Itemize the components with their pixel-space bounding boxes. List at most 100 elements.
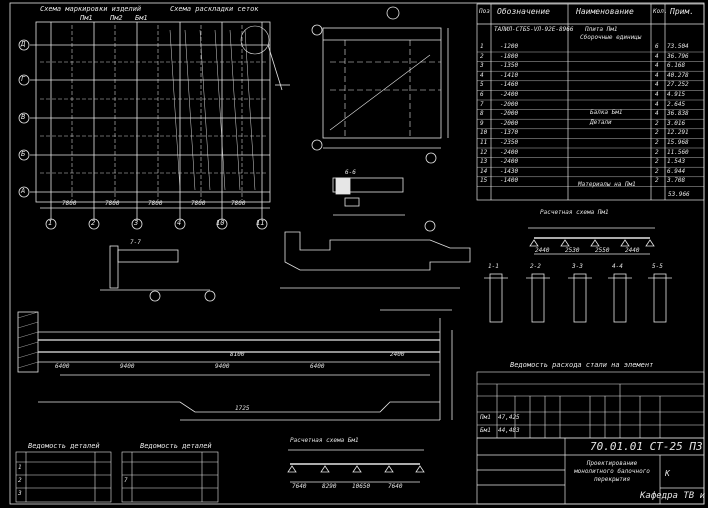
section-outline (653, 273, 667, 323)
spec-row-note: 36.838 (667, 110, 689, 118)
spec-section-beam: Балка Бм1 (590, 109, 623, 116)
spec-section-plate: Плита Пм1 (585, 26, 618, 33)
spec-row-qty: 2 (655, 129, 659, 137)
spec-row-note: 36.796 (667, 52, 689, 60)
title-stage: К (665, 469, 670, 478)
spec-row-pos: 7 (480, 100, 484, 108)
details-table-left (15, 451, 112, 503)
dim-2550: 2550 (595, 247, 610, 254)
spec-row-note: 4.915 (667, 91, 686, 98)
layout-plan-title: Схема маркировки изделий (40, 5, 142, 13)
title-block (476, 437, 705, 505)
title-code: 70.01.01 СТ-25 ПЗ (590, 440, 703, 453)
calc-scheme-pm1-title: Расчетная схема Пм1 (540, 209, 609, 216)
details-row-7: 7 (124, 477, 128, 484)
spec-row-mark: -2400 (500, 148, 519, 156)
col-axis-3: 3 (134, 219, 139, 227)
bay-dim-2: 7800 (105, 200, 120, 207)
details-row-1: 1 (18, 464, 22, 471)
spec-row-note: 27.252 (667, 81, 689, 89)
section-1-1: 1-1 (488, 263, 499, 270)
section-2-2: 2-2 (530, 263, 541, 270)
spec-row-qty: 2 (655, 148, 659, 156)
spec-row-pos: 3 (480, 62, 484, 70)
spec-row-mark: -2000 (500, 100, 519, 108)
spec-row-mark: -2350 (500, 139, 519, 146)
col-axis-4: 4 (177, 219, 182, 227)
section-outline (489, 273, 503, 323)
spec-header-code: Обозначение (497, 7, 550, 16)
section-3-3: 3-3 (572, 263, 583, 270)
spec-row-mark: -1400 (500, 177, 519, 185)
spec-row-pos: 12 (480, 148, 488, 156)
section-7-7 (100, 245, 216, 302)
spec-row-note: 11.560 (667, 148, 689, 156)
beam-dim-6400-a: 6400 (55, 363, 70, 370)
steel-row-2-total: 44,483 (498, 427, 520, 434)
spec-row-mark: -2000 (500, 110, 519, 118)
beam-dim-2400: 2400 (390, 351, 405, 358)
spec-section-materials: Материалы на Пм1 (578, 181, 636, 188)
spec-row-pos: 5 (480, 81, 484, 89)
spec-row-mark: -1350 (500, 62, 519, 70)
row-axis-v: В (21, 113, 26, 121)
beam-dim-8100: 8100 (230, 351, 245, 358)
dim-8290: 8290 (322, 483, 337, 490)
bay-dim-3: 7800 (148, 200, 163, 207)
steel-row-1-total: 47,425 (498, 414, 520, 421)
col-axis-2: 2 (91, 219, 96, 227)
spec-row-qty: 4 (655, 52, 659, 60)
row-axis-g: Г (21, 75, 26, 83)
col-mark-2: Пм2 (110, 14, 123, 22)
spec-header-qty: Кол. (653, 8, 668, 15)
title-organization: Кафедра ТВ и СН (640, 491, 708, 501)
spec-row-pos: 2 (480, 52, 484, 60)
beam-dim-6400-b: 6400 (310, 363, 325, 370)
spec-row-mark: -1800 (500, 52, 519, 60)
col-axis-10: 10 (216, 219, 225, 227)
specification-table (476, 3, 705, 201)
spec-row-pos: 1 (480, 43, 484, 50)
layout-plan (18, 21, 290, 230)
spec-row-pos: 9 (480, 119, 484, 127)
calc-scheme-bm1-title: Расчетная схема Бм1 (290, 437, 359, 444)
section-66-label: 6-6 (345, 169, 356, 176)
calc-scheme-bm1 (287, 449, 425, 483)
steel-table-title: Ведомость расхода стали на элемент (510, 361, 654, 369)
spec-row-pos: 11 (480, 139, 488, 146)
calc-scheme-pm1 (528, 227, 655, 255)
spec-row-note: 1.543 (667, 158, 686, 166)
section-outline (613, 273, 627, 323)
col-axis-1: 1 (48, 219, 53, 227)
spec-row-pos: 14 (480, 167, 488, 175)
steel-row-2-mark: Бм1 (480, 427, 491, 434)
spec-row-qty: 4 (655, 91, 659, 98)
spec-row-mark: -2000 (500, 119, 519, 127)
spec-top-code: ТАЛИЛ-СТБ5-VЛ-92Е-8966 (494, 26, 574, 33)
detail-view (311, 6, 449, 164)
spec-row-mark: -1410 (500, 71, 519, 79)
spec-row-qty: 6 (655, 43, 659, 50)
spec-row-qty: 4 (655, 110, 659, 118)
dim-10650: 10650 (352, 483, 371, 490)
section-4-4: 4-4 (612, 263, 623, 270)
spec-row-note: 15.968 (667, 139, 689, 146)
dim-2530: 2530 (565, 247, 580, 254)
beam-dim-9400-b: 9400 (215, 363, 230, 370)
long-beam (17, 309, 453, 421)
bay-dim-1: 7800 (62, 200, 77, 207)
spec-row-pos: 4 (480, 71, 484, 79)
spec-row-qty: 2 (655, 177, 659, 185)
spec-row-pos: 10 (480, 129, 488, 137)
spec-row-qty: 4 (655, 71, 659, 79)
spec-row-qty: 4 (655, 81, 659, 89)
spec-row-pos: 13 (480, 158, 488, 166)
spec-row-qty: 4 (655, 62, 659, 70)
row-axis-d: Д (21, 40, 26, 48)
row-axis-a: А (21, 187, 26, 195)
bay-dim-4: 7800 (191, 200, 206, 207)
col-mark-1: Пм1 (80, 14, 93, 22)
beam-dim-9400-a: 9400 (120, 363, 135, 370)
sections-group (484, 273, 672, 323)
